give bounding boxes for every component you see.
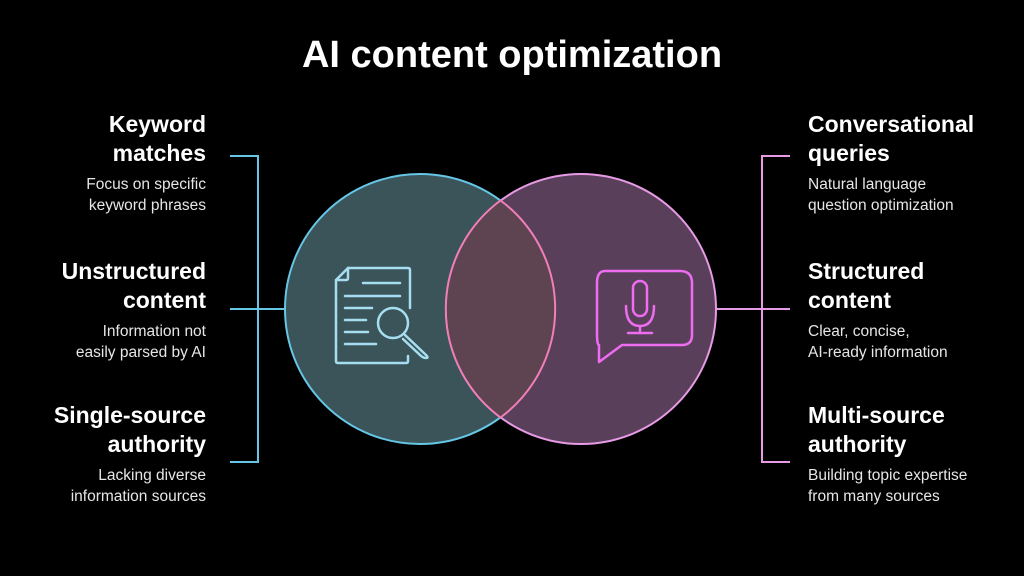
left-item-single-source-authority: Single-source authority Lacking diverse in…: [0, 401, 206, 507]
heading-line: Conversational: [808, 111, 975, 137]
item-heading: Unstructured content: [0, 257, 206, 315]
description-line: question optimization: [808, 197, 954, 214]
document-search-icon: [334, 266, 429, 365]
heading-line: Unstructured: [61, 258, 206, 284]
heading-line: authority: [107, 431, 206, 457]
heading-line: matches: [112, 140, 206, 166]
item-description: Information not easily parsed by AI: [0, 321, 206, 363]
right-item-conversational-queries: Conversational queries Natural language qu…: [808, 110, 1024, 216]
overlap-outline: [444, 199, 557, 419]
item-heading: Structured content: [808, 257, 1024, 315]
item-description: Lacking diverse information sources: [0, 465, 206, 507]
item-description: Clear, concise, AI-ready information: [808, 321, 1024, 363]
heading-line: Single-source: [53, 402, 206, 428]
description-line: keyword phrases: [88, 197, 206, 214]
page-title: AI content optimization: [301, 34, 723, 76]
heading-line: Multi-source: [808, 402, 945, 428]
microphone-speech-bubble-icon: [595, 269, 694, 364]
left-bracket: [230, 155, 286, 463]
right-bracket: [716, 155, 790, 463]
description-line: Building topic expertise: [808, 467, 968, 484]
item-heading: Single-source authority: [0, 401, 206, 459]
description-line: Focus on specific: [86, 176, 206, 193]
heading-line: queries: [808, 140, 890, 166]
description-line: Lacking diverse: [98, 467, 206, 484]
description-line: AI-ready information: [808, 344, 948, 361]
right-item-multi-source-authority: Multi-source authority Building topic exp…: [808, 401, 1024, 507]
item-heading: Multi-source authority: [808, 401, 1024, 459]
item-heading: Keyword matches: [0, 110, 206, 168]
heading-line: content: [808, 287, 892, 313]
heading-line: content: [122, 287, 206, 313]
item-description: Natural language question optimization: [808, 174, 1024, 216]
item-description: Focus on specific keyword phrases: [0, 174, 206, 216]
left-item-keyword-matches: Keyword matches Focus on specific keyword …: [0, 110, 206, 216]
description-line: information sources: [70, 488, 206, 505]
item-heading: Conversational queries: [808, 110, 1024, 168]
heading-line: authority: [808, 431, 907, 457]
overlap-region: [446, 174, 555, 444]
heading-line: Structured: [808, 258, 925, 284]
item-description: Building topic expertise from many source…: [808, 465, 1024, 507]
left-item-unstructured-content: Unstructured content Information not easil…: [0, 257, 206, 363]
description-line: Clear, concise,: [808, 323, 910, 340]
right-item-structured-content: Structured content Clear, concise, AI-read…: [808, 257, 1024, 363]
description-line: easily parsed by AI: [75, 344, 206, 361]
heading-line: Keyword: [108, 111, 206, 137]
description-line: Information not: [102, 323, 206, 340]
description-line: from many sources: [808, 488, 940, 505]
description-line: Natural language: [808, 176, 927, 193]
